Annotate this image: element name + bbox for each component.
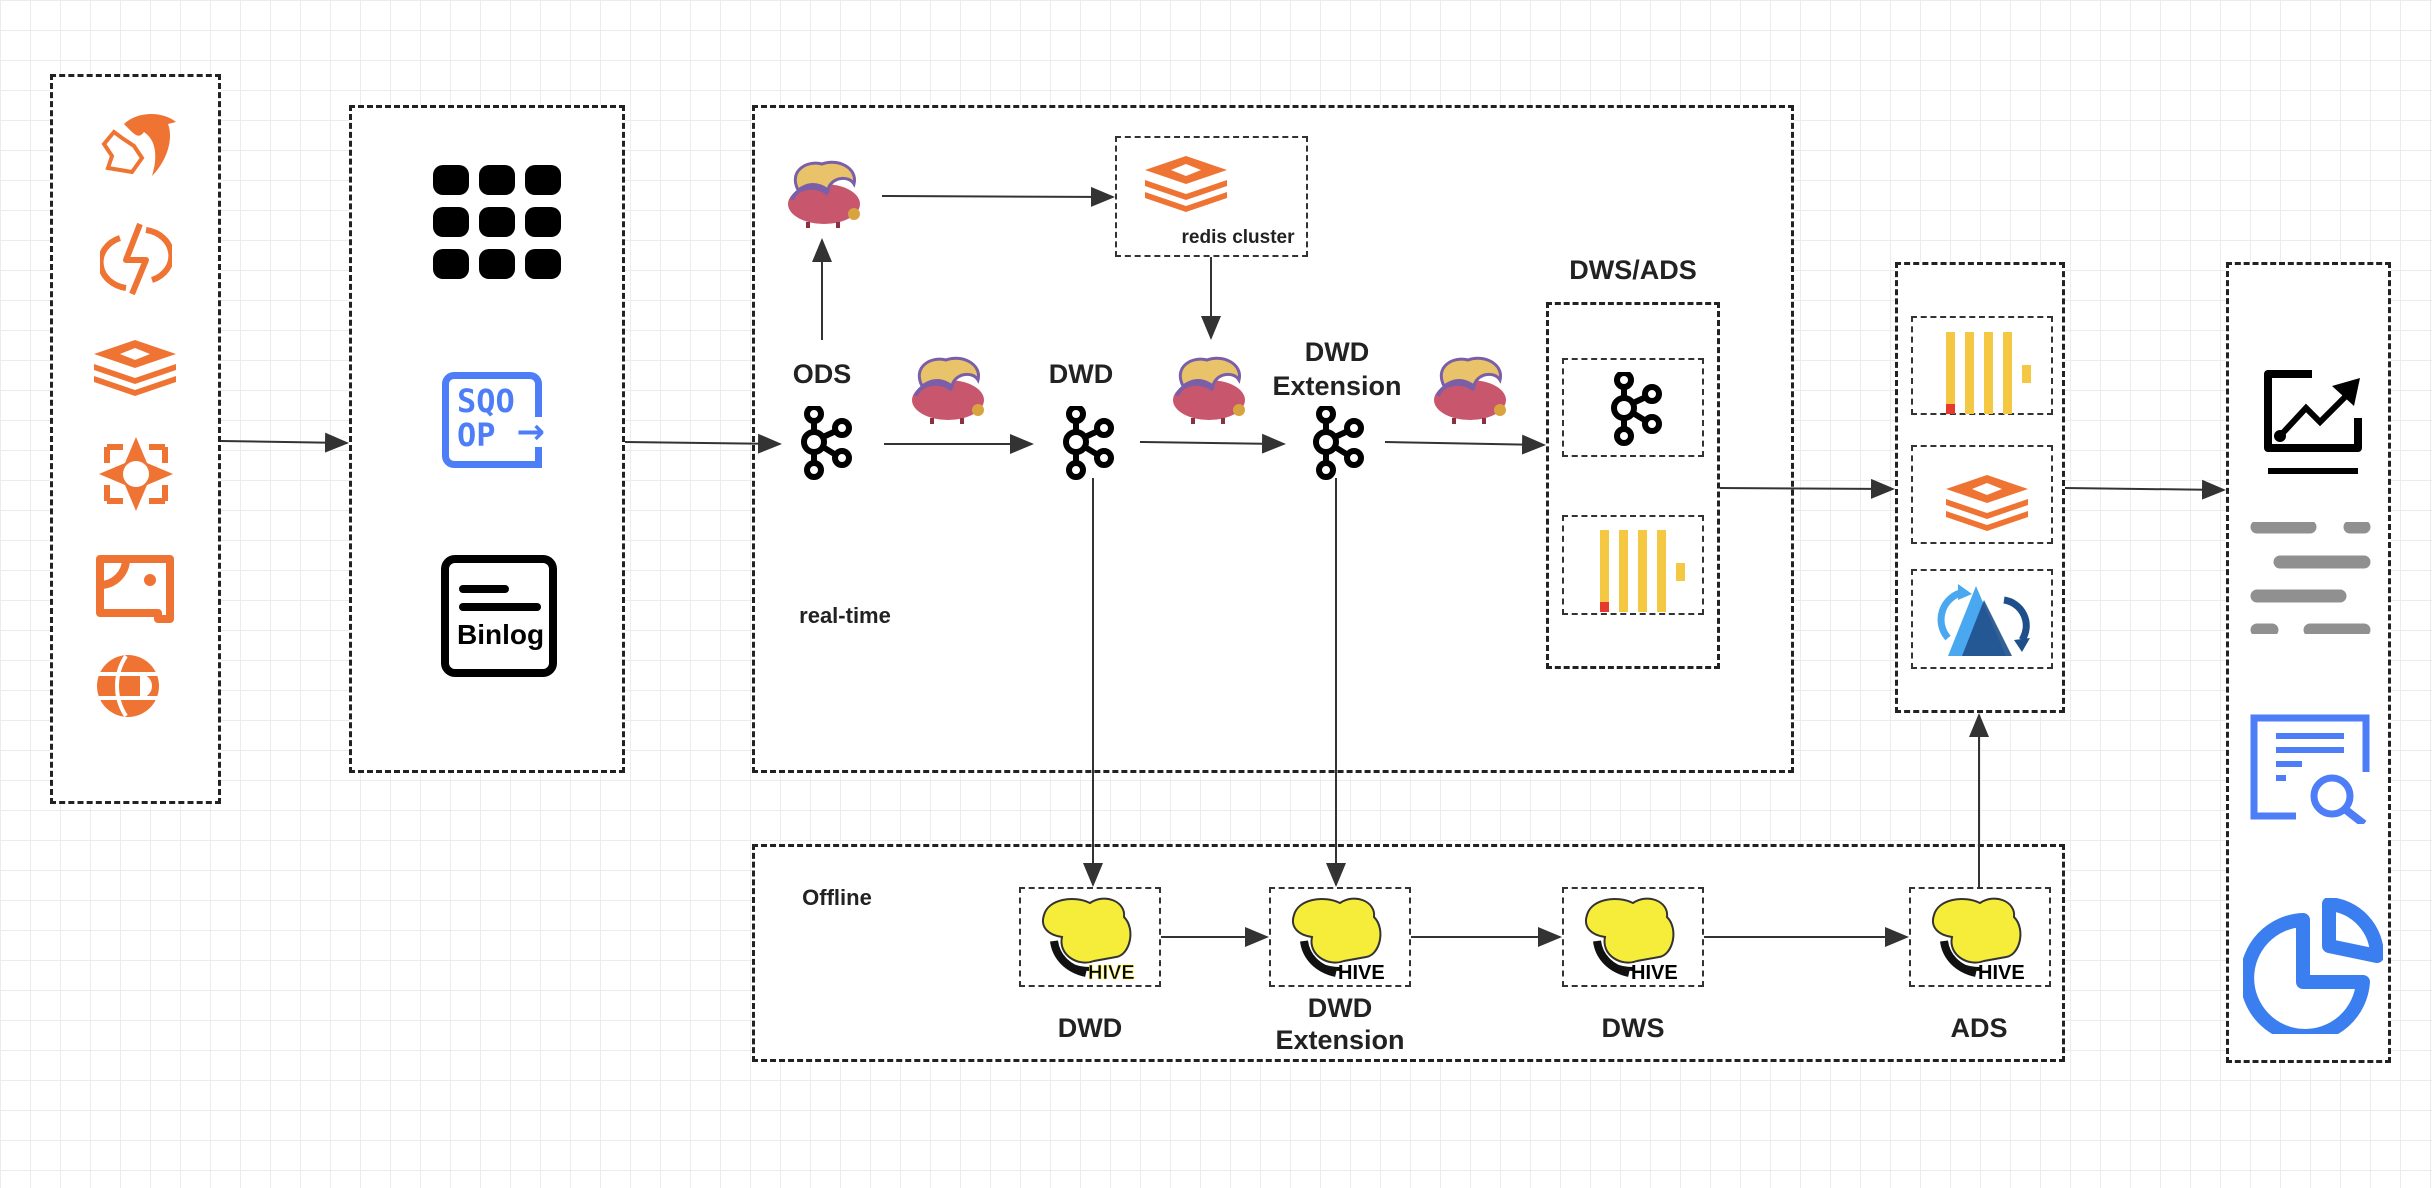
hive-icon: HIVE <box>1577 895 1678 981</box>
binlog-file-icon: Binlog <box>441 555 557 677</box>
arrow-serving-outputs <box>2064 479 2226 500</box>
hive-dwd-label: DWD <box>1057 1013 1123 1043</box>
sqoop-text: SQO <box>457 382 515 420</box>
hive-text: HIVE <box>1088 962 1135 981</box>
hive-dws-label: DWS <box>1601 1013 1665 1043</box>
flink-icon <box>1432 356 1508 426</box>
flink-icon <box>786 160 862 230</box>
hive-icon: HIVE <box>1924 895 2025 981</box>
offline-label: Offline <box>802 885 872 910</box>
arrow-right-icon: → <box>516 412 545 452</box>
dwd-extension-label-2: Extension <box>1272 371 1402 401</box>
arrow-ingestion-ods <box>624 433 782 454</box>
arrow-dwsads-serving <box>1719 478 1895 499</box>
flink-icon <box>910 356 986 426</box>
sqoop-icon: SQO OP → <box>442 372 545 468</box>
binlog-text: Binlog <box>457 619 545 650</box>
flink-icon <box>1171 356 1247 426</box>
doris-icon <box>1937 584 2030 656</box>
hive-icon: HIVE <box>1034 895 1135 981</box>
dws-ads-label: DWS/ADS <box>1569 255 1697 285</box>
dws-ads-clickhouse-node <box>1562 515 1704 615</box>
text-lines-icon <box>2250 522 2371 634</box>
chart-trend-icon <box>2264 370 2362 474</box>
database-globe-icon <box>96 654 160 718</box>
hive-text: HIVE <box>1978 962 2025 981</box>
redis-icon <box>94 340 176 396</box>
ods-label: ODS <box>792 359 852 389</box>
realtime-label: real-time <box>799 603 891 628</box>
redis-cluster-label: redis cluster <box>1181 227 1295 248</box>
sync-icon <box>100 222 172 296</box>
dwd-extension-label-1: DWD <box>1304 337 1370 367</box>
arrow-dwd-ext <box>1139 433 1286 454</box>
kafka-dwd-ext-icon <box>1312 406 1364 480</box>
redis-icon <box>1145 156 1227 212</box>
kafka-dws-icon <box>1610 372 1662 446</box>
dwd-label: DWD <box>1048 359 1114 389</box>
hive-text: HIVE <box>1631 962 1678 981</box>
clickhouse-icon <box>1600 530 1685 612</box>
redis-icon <box>1946 475 2028 531</box>
hive-ads-label: ADS <box>1950 1013 2008 1043</box>
arrow-ext-dwsads <box>1384 434 1546 455</box>
mysql-dolphin-icon <box>101 114 176 176</box>
arrow-sources-ingestion <box>220 432 349 453</box>
service-icon <box>99 437 173 511</box>
report-search-icon <box>2250 714 2370 824</box>
hive-text: HIVE <box>1338 962 1385 981</box>
arrow-flink-redis <box>881 186 1115 207</box>
sqoop-text: OP <box>457 416 496 454</box>
flink-cdc-icon <box>433 165 561 279</box>
kafka-ods-icon <box>800 406 852 480</box>
storage-icon <box>96 555 174 623</box>
kafka-dwd-icon <box>1062 406 1114 480</box>
hive-dwd-ext-label-1: DWD <box>1307 993 1373 1023</box>
clickhouse-icon <box>1946 332 2031 414</box>
hive-icon: HIVE <box>1284 895 1385 981</box>
pie-chart-icon <box>2243 898 2383 1034</box>
hive-dwd-ext-label-2: Extension <box>1275 1025 1405 1055</box>
